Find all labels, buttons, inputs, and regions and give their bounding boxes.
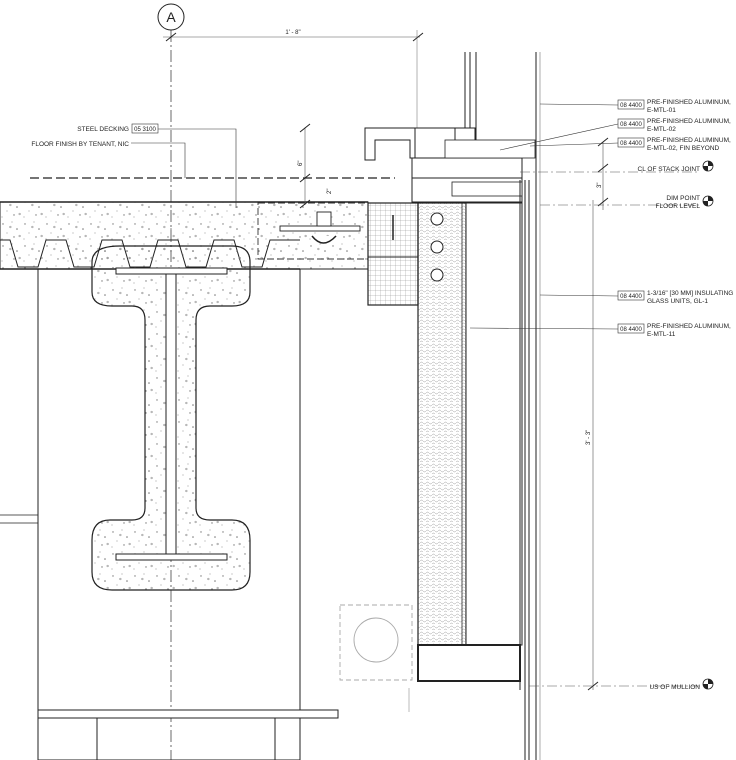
note-leader-line [529, 142, 619, 147]
note-floor-finish: FLOOR FINISH BY TENANT, NIC [31, 141, 186, 178]
elev-stack-label: CL OF STACK JOINT [638, 166, 701, 173]
elevation-marker-stack: CL OF STACK JOINT [638, 160, 714, 173]
spec-ref-text: 08 4400 [620, 122, 642, 128]
elevation-lines [520, 171, 700, 687]
note-steel-decking-text: STEEL DECKING [77, 126, 129, 133]
dim-upper-a: 6" [298, 161, 304, 166]
note-line-2: E-MTL-02 [647, 126, 676, 133]
note-leader-line [499, 123, 619, 151]
elev-floor-level: FLOOR LEVEL [656, 203, 701, 210]
elevation-target-icon [702, 678, 714, 690]
slab-edge-embed [257, 202, 369, 260]
elevation-marker-mullion: US OF MULLION [649, 678, 714, 691]
dim-tall: 3' - 3" [586, 430, 592, 445]
note-line-2: E-MTL-01 [647, 107, 676, 114]
note-line-2: GLASS UNITS, GL-1 [647, 298, 708, 305]
spec-ref-text: 08 4400 [620, 141, 642, 147]
spec-ref-box [617, 118, 645, 129]
spec-ref-text: 08 4400 [620, 327, 642, 333]
lower-ledge [37, 709, 339, 760]
anchor-bolt [430, 212, 444, 226]
curtain-wall-mullion [364, 52, 541, 760]
elev-dim-point: DIM POINT [666, 195, 700, 202]
note-floor-finish-text: FLOOR FINISH BY TENANT, NIC [31, 141, 129, 148]
vertical-dimensions: 6" 2" 3" 3' - 3" [298, 123, 609, 691]
note-steel-decking-ref: 05 3100 [134, 127, 156, 133]
note-line-1: PRE-FINISHED ALUMINUM, [647, 118, 731, 125]
dim-upper-b: 2" [327, 189, 333, 194]
steel-beam-fireproofing [91, 245, 251, 591]
note-line-2: E-MTL-11 [647, 331, 676, 338]
spec-ref-box [617, 290, 645, 301]
dim-top-text: 1' - 8" [285, 30, 300, 36]
note-line-1: PRE-FINISHED ALUMINUM, [647, 323, 731, 330]
anchor-bolt [430, 240, 444, 254]
note-steel-decking: STEEL DECKING 05 3100 [77, 123, 237, 208]
note-leader-line [539, 294, 619, 297]
dim-stack: 3" [597, 183, 603, 188]
right-note-3: 08 4400 PRE-FINISHED ALUMINUM,E-MTL-02, F… [529, 137, 731, 152]
note-leader-line [539, 103, 619, 106]
spec-ref-box [617, 137, 645, 148]
anchor-bolt [430, 268, 444, 282]
right-note-1: 08 4400 PRE-FINISHED ALUMINUM,E-MTL-01 [539, 99, 731, 114]
elevation-target-icon [702, 195, 714, 207]
note-line-1: PRE-FINISHED ALUMINUM, [647, 99, 731, 106]
right-note-5: 08 4400 PRE-FINISHED ALUMINUM,E-MTL-11 [469, 323, 731, 338]
spec-ref-text: 08 4400 [620, 103, 642, 109]
note-leader-line [469, 327, 619, 330]
note-line-1: 1-3/16" [30 MM] INSULATING [647, 290, 733, 297]
elev-mullion-label: US OF MULLION [649, 684, 700, 691]
slab-edge-angle [367, 202, 419, 306]
column-cover-beyond [339, 604, 413, 712]
grid-label: A [166, 9, 176, 25]
note-line-1: PRE-FINISHED ALUMINUM, [647, 137, 731, 144]
elevation-target-icon [702, 160, 714, 172]
top-dimension: 1' - 8" [163, 30, 424, 128]
spec-ref-text: 08 4400 [620, 294, 642, 300]
note-line-2: E-MTL-02, FIN BEYOND [647, 145, 720, 152]
elevation-marker-floor: DIM POINT FLOOR LEVEL [656, 195, 714, 210]
grid-bubble [157, 3, 185, 31]
spec-ref-box [617, 99, 645, 110]
spec-ref-box [617, 323, 645, 334]
